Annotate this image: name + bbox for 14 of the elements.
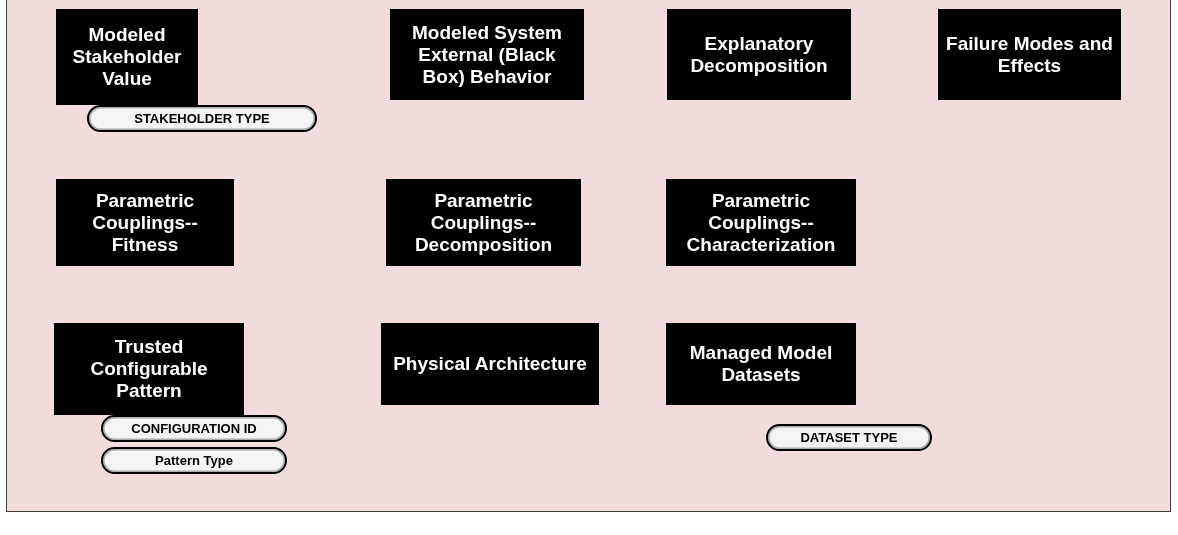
concept-block: Modeled System External (Black Box) Behavior (390, 9, 584, 100)
concept-block: Modeled Stakeholder Value (56, 9, 198, 105)
concept-block: Failure Modes and Effects (938, 9, 1121, 100)
concept-block: Explanatory Decomposition (667, 9, 851, 100)
attribute-tag: STAKEHOLDER TYPE (87, 105, 317, 132)
concept-block: Trusted Configurable Pattern (54, 323, 244, 415)
concept-block: Parametric Couplings--Characterization (666, 179, 856, 266)
attribute-tag: DATASET TYPE (766, 424, 932, 451)
attribute-tag: Pattern Type (101, 447, 287, 474)
concept-block: Managed Model Datasets (666, 323, 856, 405)
attribute-tag: CONFIGURATION ID (101, 415, 287, 442)
concept-block: Physical Architecture (381, 323, 599, 405)
concept-block: Parametric Couplings--Decomposition (386, 179, 581, 266)
concept-block: Parametric Couplings--Fitness (56, 179, 234, 266)
